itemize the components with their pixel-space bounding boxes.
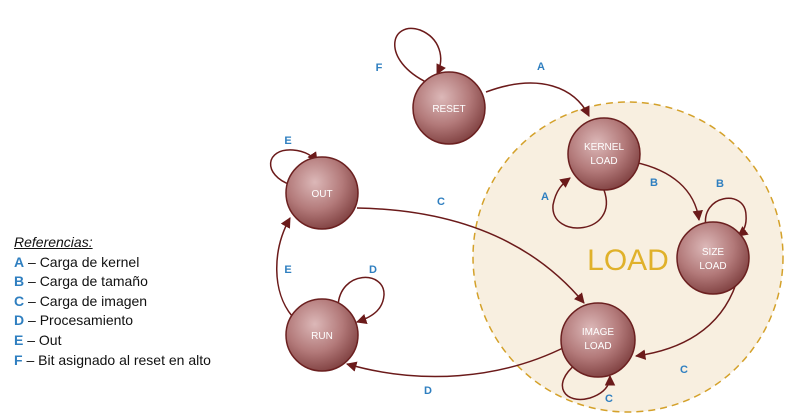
- edge-label-reset-self: F: [376, 62, 383, 74]
- edge-size-to-image: [634, 283, 737, 360]
- edge-label-kernel-to-size: B: [650, 177, 658, 189]
- state-run-label: RUN: [311, 331, 333, 342]
- edge-image-to-run: [345, 345, 568, 378]
- state-out: [285, 156, 359, 230]
- state-run: [285, 298, 359, 372]
- legend-text: – Out: [27, 331, 62, 348]
- edge-reset-to-kernel: [485, 82, 590, 117]
- state-size-load-label-line2: LOAD: [699, 261, 726, 272]
- edge-run-self: [337, 276, 385, 324]
- legend-item: F – Bit asignado al reset en alto: [14, 351, 211, 371]
- legend-key: A: [14, 253, 25, 270]
- edge-reset-self: [394, 27, 446, 84]
- state-kernel-load-label-line1: KERNEL: [584, 142, 624, 153]
- legend-title: Referencias:: [14, 234, 93, 250]
- legend-item: C – Carga de imagen: [14, 292, 211, 312]
- edge-label-image-to-run: D: [424, 385, 432, 397]
- state-image-load-label-line1: IMAGE: [582, 327, 615, 338]
- state-reset: [412, 71, 486, 145]
- legend-item: B – Carga de tamaño: [14, 272, 211, 292]
- legend-item: A – Carga de kernel: [14, 253, 211, 273]
- state-kernel-load: [567, 117, 641, 191]
- edge-label-kernel-self: A: [541, 191, 549, 203]
- legend-item: E – Out: [14, 331, 211, 351]
- legend-key: E: [14, 331, 24, 348]
- legend-text: – Carga de tamaño: [28, 273, 148, 290]
- state-out-label: OUT: [311, 189, 332, 200]
- state-size-load-label-line1: SIZE: [702, 247, 725, 258]
- legend-item: D – Procesamiento: [14, 311, 211, 331]
- edge-label-reset-to-kernel: A: [537, 61, 545, 73]
- legend-key: F: [14, 351, 23, 368]
- edge-label-image-self: C: [605, 393, 613, 405]
- edge-out-self: [269, 149, 318, 186]
- edge-run-to-out: [276, 217, 293, 317]
- legend-text: – Procesamiento: [28, 312, 134, 329]
- state-image-load: [560, 302, 636, 378]
- legend-text: – Bit asignado al reset en alto: [26, 351, 211, 368]
- edge-kernel-self: [552, 177, 607, 229]
- legend-key: B: [14, 273, 25, 290]
- edge-label-run-to-out: E: [284, 264, 291, 276]
- legend-text: – Carga de imagen: [28, 292, 148, 309]
- edge-size-self: [704, 197, 749, 237]
- load-region: [472, 101, 784, 413]
- edge-out-to-image: [356, 207, 585, 304]
- edge-label-size-to-image: C: [680, 364, 688, 376]
- edge-label-size-self: B: [716, 178, 724, 190]
- edge-label-run-self: D: [369, 264, 377, 276]
- load-region-label: LOAD: [587, 244, 669, 277]
- legend-key: C: [14, 292, 25, 309]
- state-reset-label: RESET: [432, 104, 465, 115]
- edge-kernel-to-size: [633, 161, 703, 222]
- edge-label-out-self: E: [284, 135, 291, 147]
- edge-label-out-to-image: C: [437, 196, 445, 208]
- legend: Referencias: A – Carga de kernel B – Car…: [14, 233, 211, 370]
- edge-image-self: [561, 363, 616, 401]
- state-size-load: [676, 221, 750, 295]
- state-image-load-label-line2: LOAD: [584, 341, 611, 352]
- state-kernel-load-label-line2: LOAD: [590, 156, 617, 167]
- legend-key: D: [14, 312, 25, 329]
- legend-text: – Carga de kernel: [28, 253, 140, 270]
